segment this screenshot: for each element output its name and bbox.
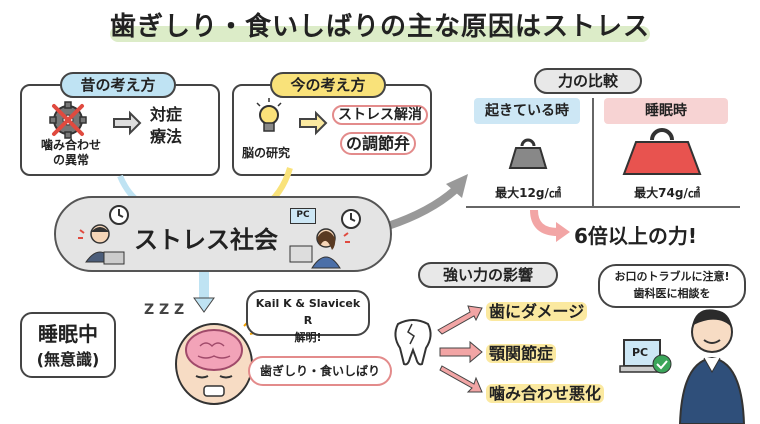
zzz-text: Z Z Z bbox=[144, 302, 185, 318]
new-view-label: 今の考え方 bbox=[270, 72, 386, 98]
new-view-treatment-text2: の調節弁 bbox=[340, 132, 417, 155]
laptop-check-icon bbox=[619, 338, 672, 382]
awake-label: 起きている時 bbox=[474, 98, 580, 124]
sleep-value: 最大74g/㎠ bbox=[634, 186, 700, 200]
sleep-label-box bbox=[20, 312, 116, 378]
new-view-treatment-line1: ストレス解消 bbox=[332, 104, 428, 125]
effect-item-3: 噛み合わせ悪化 bbox=[486, 380, 605, 404]
stress-society-label: ストレス社会 bbox=[134, 226, 278, 254]
force-ratio: 6倍以上の力! bbox=[574, 224, 698, 248]
laptop-pc-label: PC bbox=[632, 346, 649, 359]
doctor-bubble bbox=[598, 264, 746, 308]
sleeping-person-figure bbox=[170, 316, 260, 420]
clock-icon bbox=[340, 208, 362, 234]
effect-item-1: 歯にダメージ bbox=[486, 298, 588, 322]
curved-arrow-icon bbox=[528, 208, 572, 248]
divider bbox=[466, 206, 740, 208]
cracked-tooth-icon bbox=[392, 318, 434, 372]
new-view-treatment-text1: ストレス解消 bbox=[332, 105, 428, 125]
research-bubble bbox=[246, 290, 370, 336]
new-view-treatment-line2: の調節弁 bbox=[340, 130, 417, 155]
effect-item-2: 顎関節症 bbox=[486, 340, 557, 364]
old-view-cause: 噛み合わせ の異常 bbox=[40, 138, 101, 167]
doctor-figure bbox=[672, 300, 752, 424]
effect-item-2-text: 顎関節症 bbox=[486, 344, 557, 363]
habit-bubble bbox=[248, 356, 392, 386]
new-view-cause: 脳の研究 bbox=[242, 146, 291, 160]
comparison-label: 力の比較 bbox=[534, 68, 642, 94]
divider bbox=[592, 98, 594, 208]
page-title: 歯ぎしり・食いしばりの主な原因はストレス bbox=[109, 12, 650, 42]
clock-icon bbox=[108, 204, 130, 230]
sleep-label-line1: 睡眠中 bbox=[38, 322, 98, 346]
effect-arrows bbox=[437, 305, 483, 393]
arrow-right-icon bbox=[298, 110, 328, 138]
large-weight-icon bbox=[622, 128, 702, 180]
lightbulb-icon bbox=[254, 98, 284, 142]
arrow-right-icon bbox=[112, 110, 142, 138]
research-bubble-text: Kail K & Slavicek R 解明! bbox=[255, 297, 361, 344]
office-worker-figure bbox=[289, 226, 350, 272]
doctor-bubble-text: お口のトラブルに注意! 歯科医に相談を bbox=[614, 270, 730, 300]
gear-cross-icon bbox=[46, 100, 90, 140]
sleep-label-line2: (無意識) bbox=[36, 350, 100, 369]
stressed-worker-figure bbox=[78, 222, 126, 270]
effects-label: 強い力の影響 bbox=[418, 262, 558, 288]
habit-bubble-text: 歯ぎしり・食いしばり bbox=[259, 364, 380, 378]
sleep-compare-label: 睡眠時 bbox=[604, 98, 728, 124]
old-view-treatment: 対症 療法 bbox=[150, 105, 183, 146]
old-view-panel bbox=[20, 84, 220, 176]
old-view-label: 昔の考え方 bbox=[60, 72, 176, 98]
awake-value: 最大12g/㎠ bbox=[495, 186, 561, 200]
pc-sign-text: PC bbox=[296, 210, 310, 220]
effect-item-3-text: 噛み合わせ悪化 bbox=[486, 384, 605, 403]
effect-item-1-text: 歯にダメージ bbox=[486, 302, 588, 321]
small-weight-icon bbox=[508, 138, 548, 174]
pc-sign: PC bbox=[290, 208, 316, 224]
